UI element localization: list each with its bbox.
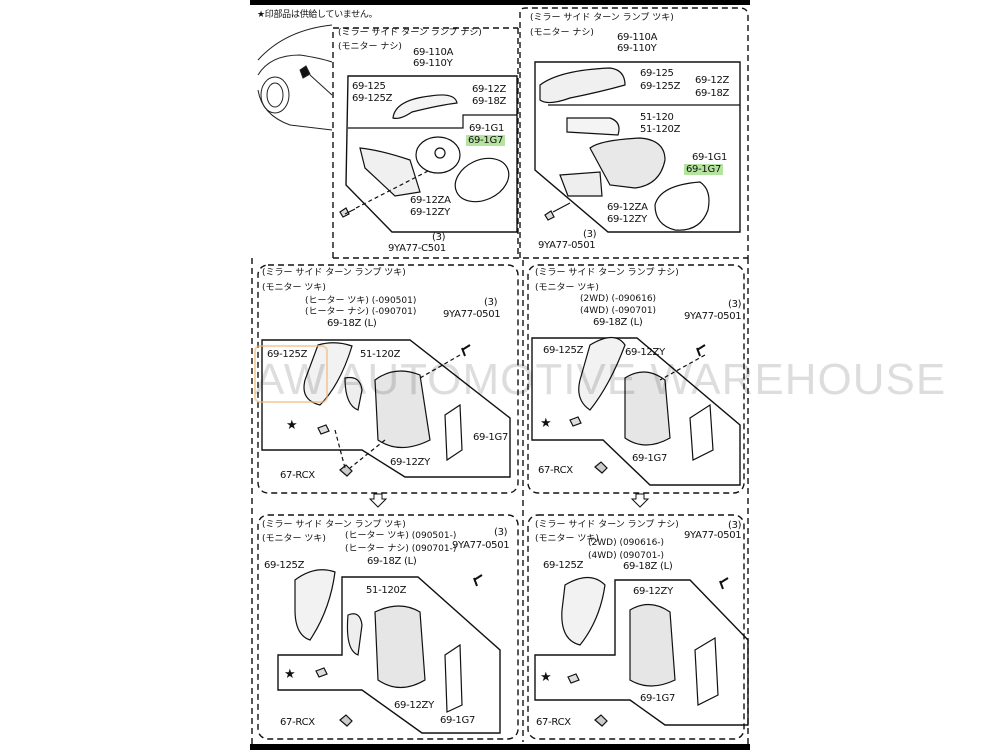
panel-b-header-2: (モニター ナシ) <box>530 28 594 38</box>
part-label[interactable]: 9YA77-0501 <box>452 540 510 551</box>
part-label[interactable]: 69-125Z <box>543 345 584 356</box>
car-sketch <box>257 24 333 131</box>
part-label[interactable]: 69-110A <box>413 47 454 58</box>
part-label[interactable]: 69-18Z (L) <box>593 317 643 328</box>
part-label[interactable]: 69-125Z <box>640 81 681 92</box>
top-dashed-frame <box>332 7 749 259</box>
part-label[interactable]: 69-12ZY <box>410 207 450 218</box>
part-label[interactable]: 69-12ZY <box>390 457 430 468</box>
part-label[interactable]: 69-12Z <box>695 75 730 86</box>
part-label[interactable]: 69-1G7 <box>640 693 676 704</box>
panel-b-parts <box>534 61 741 233</box>
part-label[interactable]: 67-RCX <box>536 717 571 728</box>
quantity-label: (3) <box>728 520 742 531</box>
part-label[interactable]: 69-1G7 <box>473 432 509 443</box>
part-label[interactable]: 9YA77-0501 <box>684 311 742 322</box>
part-label[interactable]: 69-125Z <box>352 93 393 104</box>
part-label[interactable]: 69-125 <box>352 81 386 92</box>
part-label-highlighted[interactable]: 69-1G7 <box>684 164 724 175</box>
panel-d-header-2: (モニター ツキ) <box>535 283 599 293</box>
part-label[interactable]: 67-RCX <box>538 465 573 476</box>
part-label[interactable]: 51-120 <box>640 112 674 123</box>
part-label[interactable]: 9YA77-0501 <box>443 309 501 320</box>
part-label[interactable]: 67-RCX <box>280 470 315 481</box>
part-label[interactable]: 69-18Z <box>695 88 730 99</box>
part-label[interactable]: 69-125 <box>640 68 674 79</box>
panel-c-parts <box>261 339 511 478</box>
part-label[interactable]: 69-18Z (L) <box>623 561 673 572</box>
panel-e-header-1: (ミラー サイド ターン ランプ ツキ) <box>262 520 406 530</box>
part-label[interactable]: 69-1G7 <box>632 453 668 464</box>
quantity-label: (3) <box>728 299 742 310</box>
quantity-label: (3) <box>432 232 446 243</box>
part-label[interactable]: 69-12ZA <box>607 202 648 213</box>
part-label[interactable]: 51-120Z <box>366 585 407 596</box>
panel-frame-f <box>527 514 745 740</box>
condition-label: (4WD) (-090701) <box>580 306 657 316</box>
panel-f-header-2: (モニター ツキ) <box>535 534 599 544</box>
condition-label: (2WD) (-090616) <box>580 294 657 304</box>
panel-e-header-2: (モニター ツキ) <box>262 534 326 544</box>
part-label[interactable]: 69-125Z <box>267 349 308 360</box>
part-label[interactable]: 69-18Z (L) <box>327 318 377 329</box>
part-label[interactable]: 69-110Y <box>617 43 657 54</box>
star-icon: ★ <box>540 670 552 685</box>
note-text: ★印部品は供給していません。 <box>257 10 378 20</box>
part-label[interactable]: 69-125Z <box>543 560 584 571</box>
watermark: AW AUTOMOTIVE WAREHOUSE <box>255 355 947 404</box>
panel-a-header-2: (モニター ナシ) <box>338 42 402 52</box>
panel-d-header-1: (ミラー サイド ターン ランプ ナシ) <box>535 268 679 278</box>
part-label[interactable]: 69-110A <box>617 32 658 43</box>
quantity-label: (3) <box>484 297 498 308</box>
condition-label: (4WD) (090701-) <box>588 551 665 561</box>
panel-frame-e <box>257 514 519 740</box>
panel-a-parts <box>339 75 518 233</box>
panel-e-parts <box>277 569 501 734</box>
panel-a-header-1: (ミラー サイド ターン ランプ ナシ) <box>338 28 482 38</box>
part-label[interactable]: 69-1G1 <box>469 123 505 134</box>
panel-frame-d <box>527 264 745 494</box>
part-label[interactable]: 69-12ZA <box>410 195 451 206</box>
top-bar <box>250 0 750 5</box>
part-label[interactable]: 69-125Z <box>264 560 305 571</box>
panel-c-header-1: (ミラー サイド ターン ランプ ツキ) <box>262 268 406 278</box>
down-arrow-icon <box>368 493 650 508</box>
part-label[interactable]: 69-18Z <box>472 96 507 107</box>
part-label[interactable]: 9YA77-0501 <box>538 240 596 251</box>
part-label[interactable]: 67-RCX <box>280 717 315 728</box>
part-label[interactable]: 9YA77-C501 <box>388 243 446 254</box>
star-icon: ★ <box>286 418 298 433</box>
star-icon: ★ <box>540 416 552 431</box>
condition-label: (2WD) (090616-) <box>588 538 665 548</box>
star-icon: ★ <box>284 667 296 682</box>
panel-c-header-2: (モニター ツキ) <box>262 283 326 293</box>
part-label[interactable]: 69-1G7 <box>440 715 476 726</box>
panel-frame-c <box>257 264 519 494</box>
part-label[interactable]: 9YA77-0501 <box>684 530 742 541</box>
panel-f-header-1: (ミラー サイド ターン ランプ ナシ) <box>535 520 679 530</box>
part-label[interactable]: 69-12ZY <box>607 214 647 225</box>
condition-label: (ヒーター ナシ) (090701-) <box>345 544 457 554</box>
quantity-label: (3) <box>494 527 508 538</box>
quantity-label: (3) <box>583 229 597 240</box>
condition-label: (ヒーター ツキ) (090501-) <box>345 531 457 541</box>
panel-f-parts <box>534 576 749 727</box>
condition-label: (ヒーター ツキ) (-090501) <box>305 296 417 306</box>
part-label[interactable]: 69-12ZY <box>625 347 665 358</box>
bottom-bar <box>250 744 750 750</box>
part-label[interactable]: 69-1G1 <box>692 152 728 163</box>
part-label[interactable]: 69-12ZY <box>394 700 434 711</box>
part-label[interactable]: 69-110Y <box>413 58 453 69</box>
panel-b-header-1: (ミラー サイド ターン ランプ ツキ) <box>530 13 674 23</box>
part-label[interactable]: 69-12ZY <box>633 586 673 597</box>
condition-label: (ヒーター ナシ) (-090701) <box>305 307 417 317</box>
watermark-logo-box <box>254 345 328 403</box>
part-label-highlighted[interactable]: 69-1G7 <box>466 135 506 146</box>
panel-d-parts <box>531 336 741 486</box>
part-label[interactable]: 51-120Z <box>640 124 681 135</box>
part-label[interactable]: 51-120Z <box>360 349 401 360</box>
part-label[interactable]: 69-12Z <box>472 84 507 95</box>
part-label[interactable]: 69-18Z (L) <box>367 556 417 567</box>
